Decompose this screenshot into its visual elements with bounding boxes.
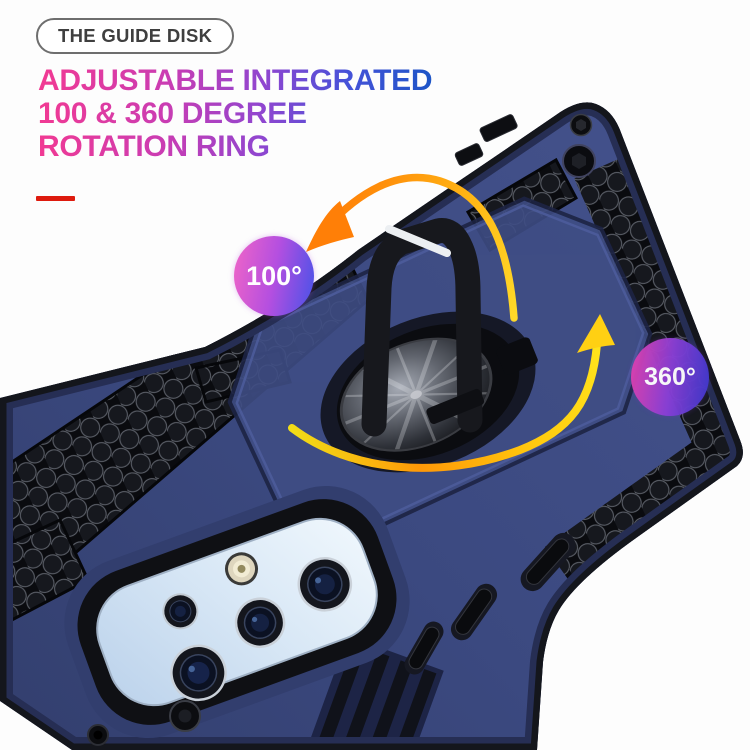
callout-100-degree: 100°	[234, 236, 314, 316]
camera-lens	[297, 557, 353, 612]
page-title: ADJUSTABLE INTEGRATED 100 & 360 DEGREE R…	[38, 64, 432, 163]
bottom-ports	[87, 700, 201, 746]
callout-100-degree-label: 100°	[246, 260, 302, 291]
callout-360-degree: 360°	[631, 338, 709, 416]
rotate-arrow-100-icon	[306, 173, 518, 322]
title-line-3: ROTATION RING	[38, 130, 270, 163]
top-edge-buttons	[454, 114, 518, 166]
rotate-arrow-360-icon	[288, 314, 615, 472]
camera-lens	[170, 644, 227, 702]
camera-module	[64, 485, 410, 739]
camera-lens	[234, 597, 286, 649]
corner-screws	[562, 113, 596, 178]
ring-hinge	[426, 388, 485, 425]
ring-top-highlight	[385, 225, 451, 257]
camera-lens	[162, 593, 199, 630]
ring-stand	[361, 218, 485, 437]
red-accent-dash	[36, 196, 75, 201]
callout-360-degree-label: 360°	[644, 362, 696, 391]
title-line-1: ADJUSTABLE INTEGRATED	[38, 64, 433, 97]
side-buttons	[404, 532, 576, 675]
guide-disk-badge-label: THE GUIDE DISK	[58, 25, 213, 46]
title-line-2: 100 & 360 DEGREE	[38, 97, 307, 130]
camera-flash	[225, 552, 259, 586]
honeycomb-edge-band	[544, 157, 743, 590]
guide-disk-badge: THE GUIDE DISK	[36, 18, 235, 54]
